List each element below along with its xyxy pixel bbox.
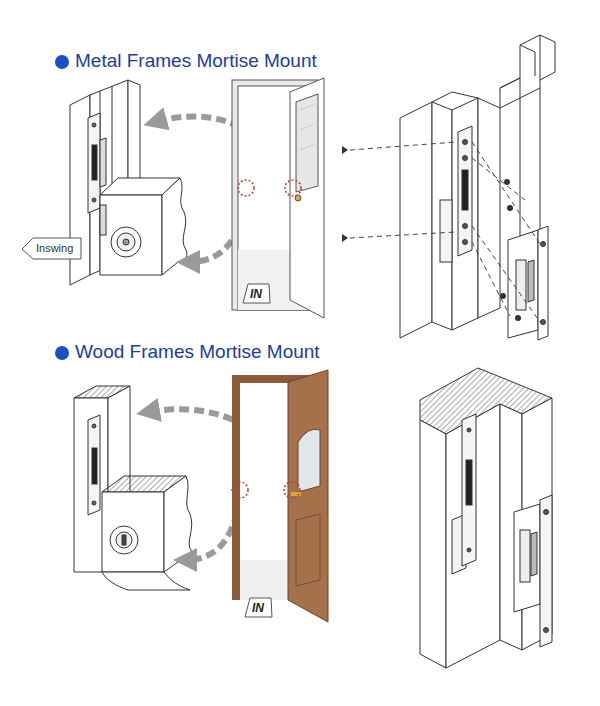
pointer-arrow	[185, 498, 240, 560]
bullet	[55, 55, 69, 69]
wood-frame-closeup	[74, 386, 192, 590]
section-heading: Metal Frames Mortise Mount	[75, 50, 317, 72]
wood-frame-exploded	[420, 368, 552, 668]
section-heading: Wood Frames Mortise Mount	[75, 341, 320, 363]
floor-mat: IN	[245, 598, 273, 618]
direction-arrow: Inswing	[22, 238, 82, 260]
metal-frame-closeup	[70, 80, 187, 285]
assembly-line	[350, 142, 540, 322]
highlight-circle	[284, 482, 300, 498]
screw	[342, 146, 521, 321]
highlight-circle	[232, 482, 248, 498]
wood-door	[232, 370, 328, 622]
mat-label: IN	[245, 599, 271, 617]
arrow-label: Inswing	[22, 238, 79, 258]
bullet	[55, 346, 69, 360]
highlight-circle	[238, 180, 254, 196]
metal-frame-exploded	[400, 35, 555, 340]
metal-door	[232, 78, 324, 318]
highlight-circle	[285, 180, 301, 196]
mat-label: IN	[243, 285, 269, 303]
floor-mat: IN	[243, 284, 271, 304]
